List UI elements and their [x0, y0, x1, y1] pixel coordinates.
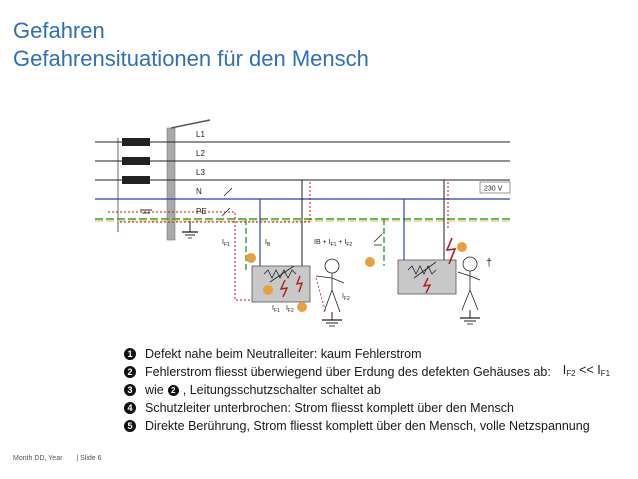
label-current-sum: IB + IF1 + IF2 — [314, 239, 352, 248]
label-bottom-if1: IF1 — [272, 305, 280, 314]
ground-symbol-pole — [140, 209, 198, 239]
person-1 — [315, 258, 345, 313]
marker-2 — [263, 285, 273, 295]
person-2: † — [457, 256, 492, 311]
ground-symbol-person-1 — [322, 312, 342, 327]
heating-resistor-1 — [263, 265, 297, 283]
footer: Month DD, Year | Slide 6 — [13, 455, 114, 462]
voltage-label: 230 V — [484, 186, 503, 193]
heating-resistor-2 — [407, 261, 437, 279]
legend-ref-3: 2 — [167, 384, 179, 396]
legend-text-1: Defekt nahe beim Neutralleiter: kaum Feh… — [145, 347, 422, 361]
label-l2: L2 — [196, 149, 205, 158]
footer-slide: | Slide 6 — [76, 455, 102, 462]
marker-3 — [297, 302, 307, 312]
page-subtitle: Gefahrensituationen für den Mensch — [13, 46, 369, 71]
legend-pre-3: wie — [145, 383, 164, 397]
fault-bolt-2 — [422, 237, 457, 294]
ground-symbol-person-2 — [460, 310, 480, 325]
marker-1 — [246, 253, 256, 263]
fault-bolt-1 — [279, 275, 304, 298]
legend-formula: IF2 << IF1 — [562, 363, 611, 378]
legend-text-3: , Leitungsschutzschalter schaltet ab — [182, 383, 381, 397]
device-1-feeders — [245, 180, 303, 270]
legend-text-4: Schutzleiter unterbrochen: Strom fliesst… — [145, 401, 514, 415]
circuit-diagram: L1 L2 L3 N PE 230 V — [95, 119, 511, 327]
legend-list: 1 Defekt nahe beim Neutralleiter: kaum F… — [124, 345, 610, 435]
legend-number-3: 3 — [124, 384, 136, 396]
legend-item-2: 2 Fehlerstrom fliesst überwiegend über E… — [124, 363, 610, 381]
label-if1: IF1 — [222, 239, 230, 248]
legend-item-5: 5 Direkte Berührung, Strom fliesst kompl… — [124, 417, 610, 435]
legend-number-2: 2 — [124, 366, 136, 378]
legend-text-2: Fehlerstrom fliesst überwiegend über Erd… — [145, 365, 551, 379]
legend-item-4: 4 Schutzleiter unterbrochen: Strom flies… — [124, 399, 610, 417]
switch-n — [223, 187, 233, 197]
legend-item-1: 1 Defekt nahe beim Neutralleiter: kaum F… — [124, 345, 610, 363]
legend-item-3: 3 wie 2 , Leitungsschutzschalter schalte… — [124, 381, 610, 399]
marker-5 — [457, 242, 467, 252]
legend-number-1: 1 — [124, 348, 136, 360]
voltage-box — [479, 181, 511, 194]
label-l3: L3 — [196, 168, 205, 177]
svg-text:†: † — [486, 257, 492, 269]
page-title: Gefahren — [13, 18, 105, 43]
legend-number-4: 4 — [124, 402, 136, 414]
legend-number-5: 5 — [124, 420, 136, 432]
device-housing-2 — [397, 259, 457, 295]
label-n: N — [196, 187, 202, 196]
label-ib: IB — [265, 239, 271, 248]
device-2-feeders — [373, 180, 445, 266]
marker-4 — [365, 257, 375, 267]
footer-date: Month DD, Year — [13, 455, 63, 462]
legend-text-5: Direkte Berührung, Strom fliesst komplet… — [145, 419, 590, 433]
label-bottom-if2: IF2 — [286, 305, 294, 314]
label-if2: IF2 — [342, 293, 350, 302]
label-l1: L1 — [196, 130, 205, 139]
